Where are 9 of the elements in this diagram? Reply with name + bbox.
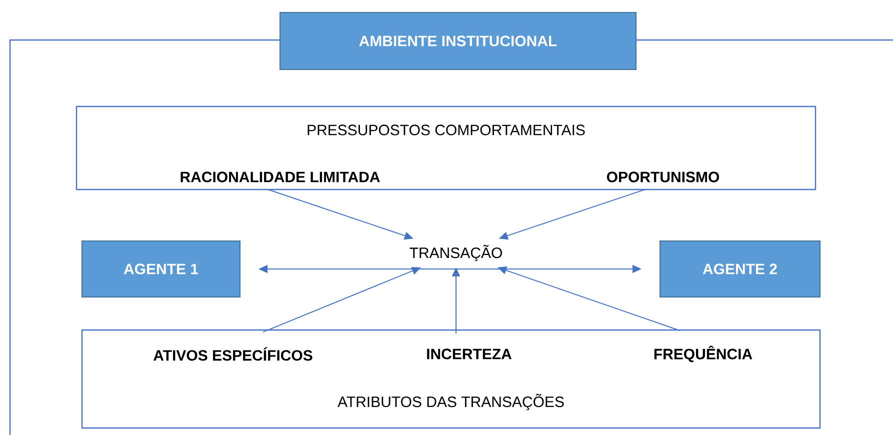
label-box: AGENTE 2	[660, 240, 820, 298]
label-box: AGENTE 1	[82, 240, 240, 298]
node-label: TRANSAÇÃO	[410, 244, 502, 262]
node-label: RACIONALIDADE LIMITADA	[180, 172, 380, 182]
node-label: FREQUÊNCIA	[654, 346, 752, 362]
node-label: INCERTEZA	[427, 348, 512, 360]
label-box: AMBIENTE INSTITUCIONAL	[280, 12, 636, 70]
node-label: ATIVOS ESPECÍFICOS	[154, 347, 312, 361]
node-label: OPORTUNISMO	[606, 172, 720, 182]
